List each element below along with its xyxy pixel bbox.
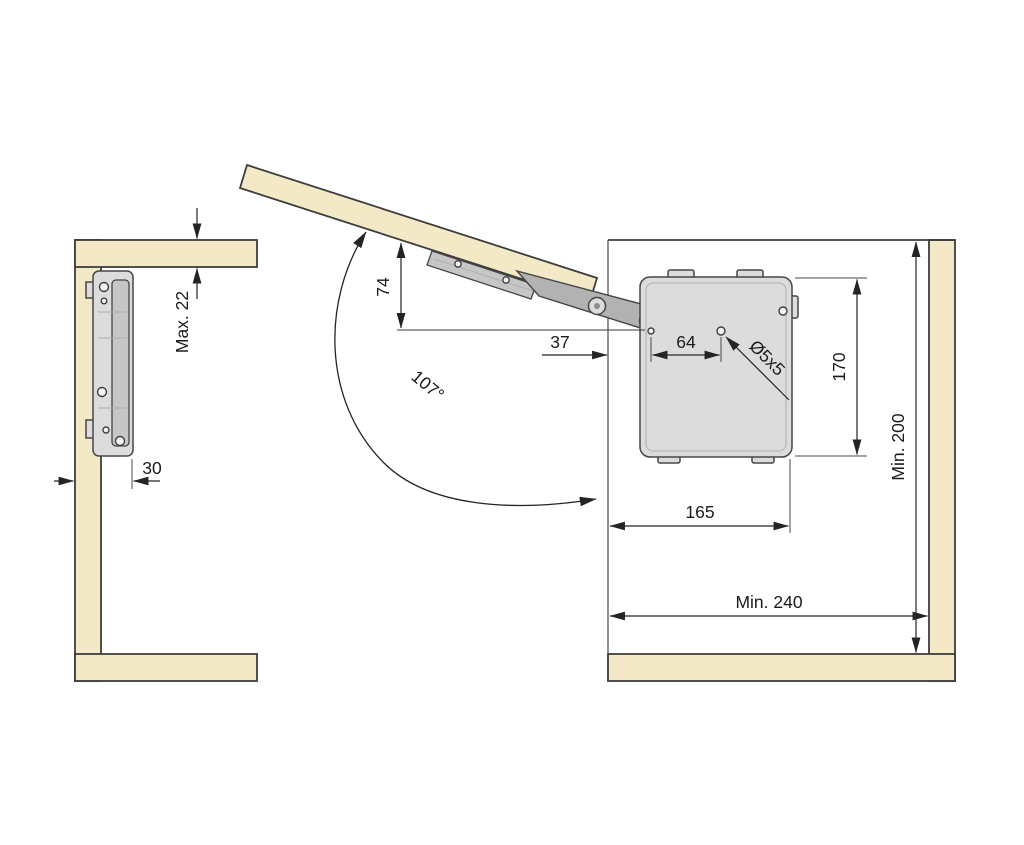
fixing-hole-front — [647, 327, 655, 335]
pivot-screw — [96, 386, 108, 398]
housing-inner-contour — [645, 282, 787, 452]
dim-unit-depth: 165 — [609, 459, 791, 533]
dim-min-interior-height: Min. 200 — [888, 241, 921, 654]
adjust-screw — [102, 426, 110, 434]
dim-label-hole-pitch: 64 — [676, 332, 696, 352]
right-cabinet-section — [607, 239, 956, 682]
dim-door-to-axis: 74 — [373, 242, 645, 331]
mechanism-housing — [639, 269, 799, 464]
opening-arc-path — [334, 231, 597, 507]
bracket-detail-line — [433, 258, 534, 292]
bracket-screw — [454, 260, 462, 268]
pivot-screw — [114, 435, 126, 447]
dim-label-opening-angle: 107° — [408, 366, 449, 405]
dim-min-interior-depth: Min. 240 — [609, 592, 929, 621]
left-cabinet-top-panel — [74, 239, 258, 268]
dim-label-max-door-thickness: Max. 22 — [172, 291, 192, 353]
left-cabinet-bottom-panel — [74, 653, 258, 682]
housing-adjust-hole — [778, 306, 788, 316]
dim-front-offset: 30 — [54, 458, 162, 489]
folded-lift-arm — [111, 279, 130, 447]
dim-label-min-interior-height: Min. 200 — [888, 413, 908, 480]
dim-max-door-thickness: Max. 22 — [172, 208, 202, 353]
dim-hole-positions: 37 64 — [542, 332, 722, 362]
dim-label-min-interior-depth: Min. 240 — [735, 592, 802, 612]
right-cabinet-bottom-panel — [607, 653, 956, 682]
dim-unit-height: 170 — [795, 277, 867, 457]
housing-body — [639, 276, 793, 458]
dim-label-unit-depth: 165 — [685, 502, 714, 522]
dim-label-front-to-first-hole: 37 — [550, 332, 569, 352]
pivot-screw — [98, 281, 110, 293]
adjust-screw — [100, 297, 108, 305]
dim-label-front-offset: 30 — [142, 458, 162, 478]
closed-lift-mechanism-side-view — [85, 270, 134, 457]
right-cabinet-side-panel — [928, 239, 956, 682]
fixing-hole-rear — [716, 326, 726, 336]
elbow-joint-pin — [594, 303, 600, 309]
dim-label-unit-height: 170 — [829, 352, 849, 381]
screw-leader-line — [725, 336, 790, 401]
bracket-screw — [502, 276, 510, 284]
dim-label-door-to-axis: 74 — [373, 277, 393, 297]
